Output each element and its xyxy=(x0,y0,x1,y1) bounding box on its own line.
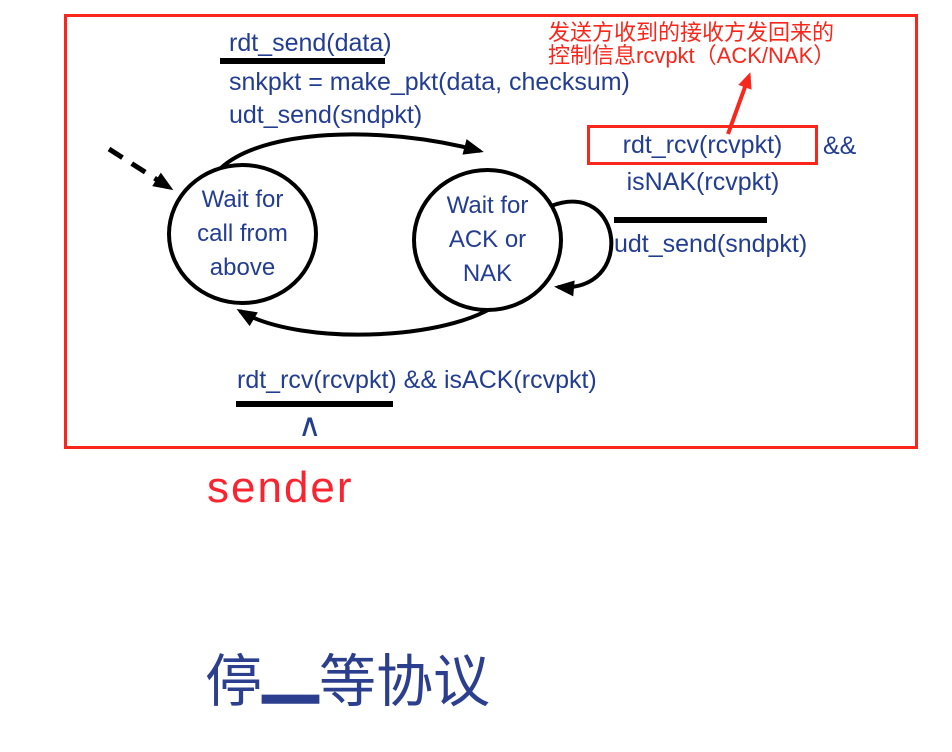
fsm-border-box xyxy=(64,14,918,449)
ack-transition-event: rdt_rcv(rcvpkt) && isACK(rcvpkt) xyxy=(237,366,597,394)
nak-event-condition: isNAK(rcvpkt) xyxy=(626,168,780,196)
state-wait-call-from-above: Wait for call from above xyxy=(167,163,318,305)
top-transition-event: rdt_send(data) xyxy=(229,29,392,57)
nak-transition-separator xyxy=(614,217,767,223)
ack-transition-action-lambda: ∧ xyxy=(298,407,322,443)
protocol-title-prefix: 停 xyxy=(205,651,262,714)
annotation-line-1: 发送方收到的接收方发回来的 xyxy=(548,20,835,45)
nak-event-highlight-box: rdt_rcv(rcvpkt) xyxy=(587,125,818,165)
state-wait-ack-or-nak: Wait for ACK or NAK xyxy=(412,168,563,312)
top-transition-action-1: snkpkt = make_pkt(data, checksum) xyxy=(229,68,630,96)
ack-transition-separator xyxy=(236,401,393,407)
protocol-title-dash: — xyxy=(262,581,319,752)
nak-event-operator: && xyxy=(823,132,857,160)
protocol-title-suffix: 等协议 xyxy=(319,651,490,714)
sender-caption: sender xyxy=(207,463,354,512)
top-transition-separator xyxy=(220,58,385,64)
nak-event-text: rdt_rcv(rcvpkt) xyxy=(622,130,783,159)
top-transition-action-2: udt_send(sndpkt) xyxy=(229,101,423,129)
annotation-line-2: 控制信息rcvpkt（ACK/NAK） xyxy=(548,43,836,68)
nak-transition-action: udt_send(sndpkt) xyxy=(614,230,808,258)
state-label: Wait for call from above xyxy=(197,186,288,281)
state-label: Wait for ACK or NAK xyxy=(446,192,529,287)
protocol-title: 停—等协议 xyxy=(205,582,490,752)
